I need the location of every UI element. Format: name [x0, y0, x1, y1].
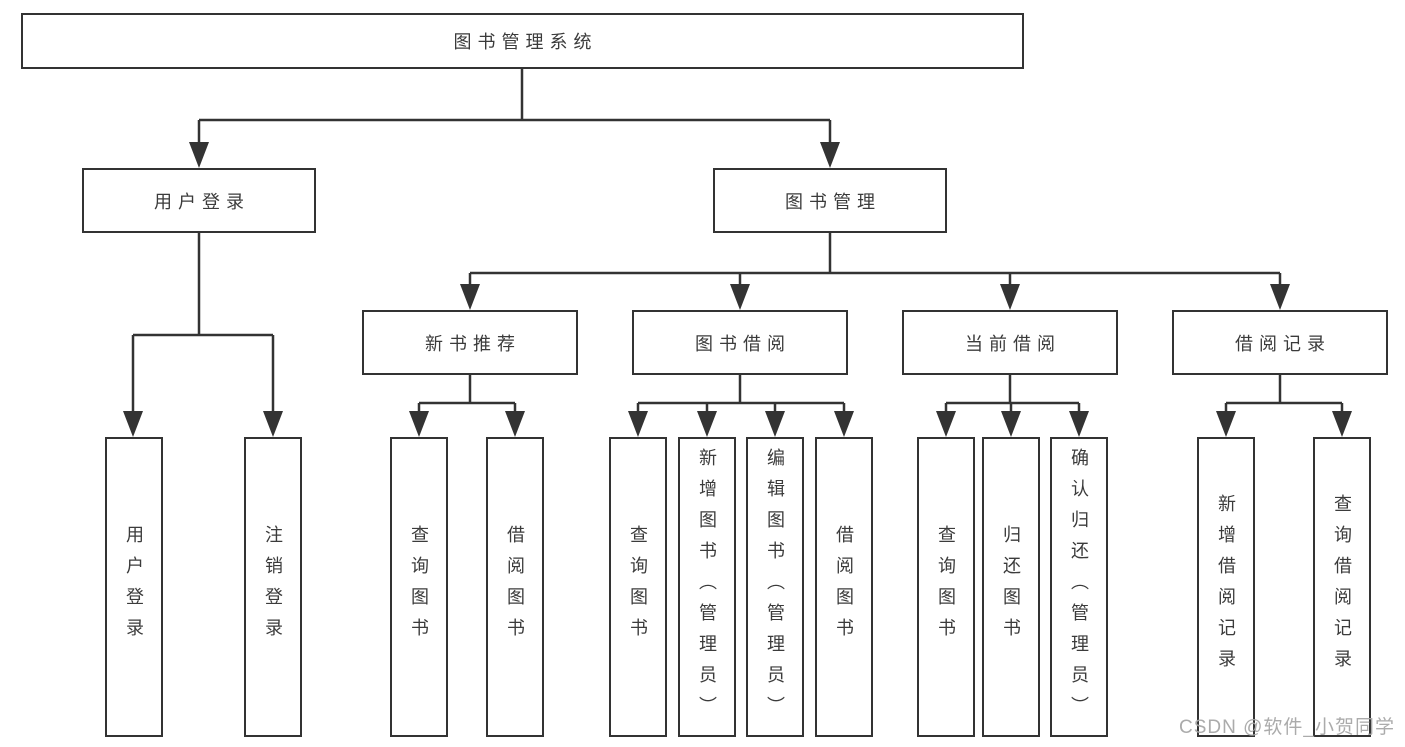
node-label: 新增图书（管理员）	[697, 447, 717, 727]
node-label: 新书推荐	[425, 333, 521, 354]
node-label: 图书管理系统	[453, 32, 598, 52]
node-label: 当前借阅	[965, 333, 1061, 354]
leaf-borrow-books-2: 借阅图书	[815, 437, 873, 737]
node-label: 查询图书	[409, 525, 429, 649]
leaf-edit-book-admin: 编辑图书（管理员）	[746, 437, 804, 737]
node-label: 用户登录	[154, 191, 250, 212]
leaf-query-borrow-record: 查询借阅记录	[1313, 437, 1371, 737]
connector-path	[131, 69, 1344, 415]
node-current-borrowing: 当前借阅	[902, 310, 1118, 375]
node-book-management: 图书管理	[713, 168, 947, 233]
node-label: 图书管理	[785, 191, 881, 212]
node-library-management-system: 图书管理系统	[21, 13, 1024, 69]
node-label: 查询借阅记录	[1332, 494, 1352, 680]
node-label: 编辑图书（管理员）	[765, 447, 785, 727]
node-new-book-recommend: 新书推荐	[362, 310, 578, 375]
arrowheads	[123, 142, 1352, 437]
leaf-add-book-admin: 新增图书（管理员）	[678, 437, 736, 737]
leaf-query-books-2: 查询图书	[609, 437, 667, 737]
node-label: 查询图书	[628, 525, 648, 649]
node-label: 归还图书	[1001, 525, 1021, 649]
node-user-login: 用户登录	[82, 168, 316, 233]
csdn-watermark: CSDN @软件_小贺同学	[1179, 717, 1395, 738]
node-label: 借阅图书	[505, 525, 525, 649]
leaf-confirm-return-admin: 确认归还（管理员）	[1050, 437, 1108, 737]
node-borrowing-records: 借阅记录	[1172, 310, 1388, 375]
node-label: 注销登录	[263, 525, 283, 649]
leaf-query-books-1: 查询图书	[390, 437, 448, 737]
leaf-return-book: 归还图书	[982, 437, 1040, 737]
node-label: 新增借阅记录	[1216, 494, 1236, 680]
leaf-logout: 注销登录	[244, 437, 302, 737]
leaf-borrow-books-1: 借阅图书	[486, 437, 544, 737]
node-label: 借阅图书	[834, 525, 854, 649]
leaf-user-login: 用户登录	[105, 437, 163, 737]
node-label: 查询图书	[936, 525, 956, 649]
node-label: 图书借阅	[695, 333, 791, 354]
leaf-add-borrow-record: 新增借阅记录	[1197, 437, 1255, 737]
node-label: 用户登录	[124, 525, 144, 649]
node-label: 借阅记录	[1235, 333, 1331, 354]
leaf-query-books-3: 查询图书	[917, 437, 975, 737]
node-label: 确认归还（管理员）	[1069, 447, 1089, 727]
node-book-borrowing: 图书借阅	[632, 310, 848, 375]
